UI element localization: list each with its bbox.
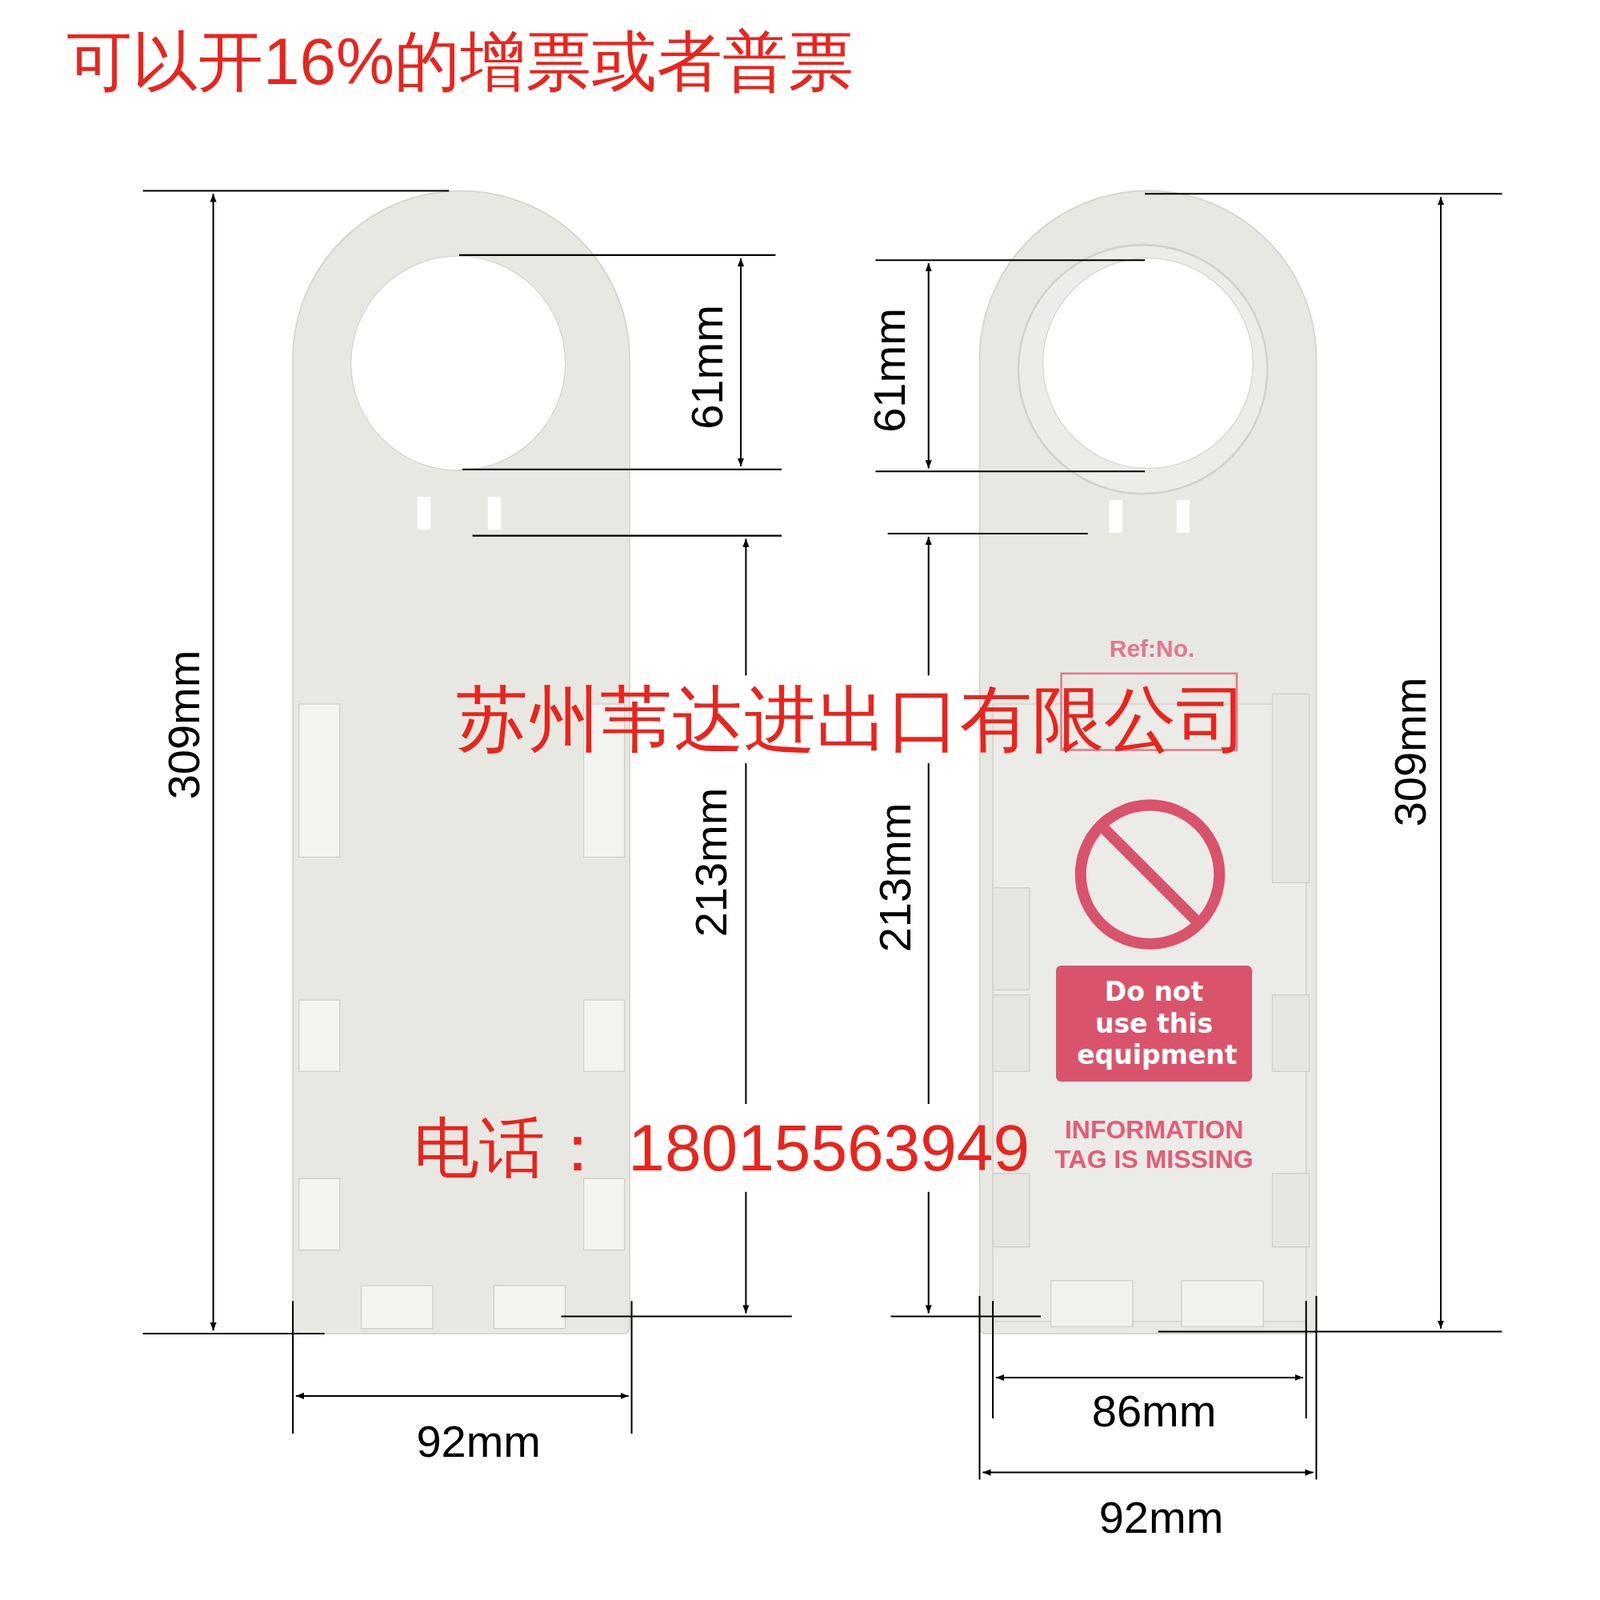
extension-line: [561, 1315, 792, 1317]
slot: [488, 496, 502, 530]
dimension-arrow: [296, 1395, 629, 1397]
dimension-text: 92mm: [1099, 1492, 1224, 1543]
dimension-lines: [143, 191, 1503, 1480]
extension-line: [1144, 192, 1502, 195]
extension-line: [891, 1315, 1042, 1317]
dimension-arrow: [928, 263, 930, 468]
right-holder: [979, 191, 1316, 1335]
dimension-arrow: [212, 193, 215, 1331]
extension-line: [1315, 1296, 1317, 1480]
warning-text: INFORMATION TAG IS MISSING: [1054, 1115, 1255, 1175]
watermark: 苏州苇达进出口有限公司: [456, 680, 1248, 760]
extension-line: [143, 1332, 325, 1335]
prohibition-bar: [1102, 826, 1199, 923]
extension-line: [462, 468, 782, 471]
side-tab: [1272, 995, 1310, 1072]
extension-line: [472, 535, 782, 537]
dimension-text: 61mm: [682, 304, 732, 430]
dimension-text: 213mm: [870, 803, 920, 953]
dimension-arrow: [1440, 196, 1442, 1329]
extension-line: [292, 1300, 294, 1434]
side-tab: [992, 888, 1030, 991]
side-tab: [992, 995, 1030, 1072]
dimension-text: 309mm: [1385, 677, 1436, 828]
side-cutout: [299, 1178, 340, 1250]
side-tab: [992, 1173, 1030, 1248]
slot: [1108, 500, 1123, 533]
side-cutout: [299, 1000, 340, 1072]
dimension-text: 309mm: [159, 649, 209, 800]
extension-line: [143, 189, 450, 192]
extension-line: [888, 532, 1088, 535]
prohibition-circle: [1080, 804, 1220, 944]
hang-hole: [1043, 258, 1254, 469]
extension-line: [875, 470, 1145, 472]
extension-line: [1305, 1300, 1308, 1419]
extension-line: [631, 1300, 633, 1434]
extension-line: [978, 1296, 980, 1480]
extension-line: [1158, 1331, 1503, 1333]
slot: [417, 496, 432, 530]
dimension-arrow: [996, 1376, 1304, 1379]
phone-watermark: 电话： 18015563949: [413, 1112, 1030, 1184]
dimension-text: 61mm: [864, 308, 915, 433]
warning-box: Do not use this equipment: [1056, 965, 1252, 1082]
bottom-tab: [493, 1285, 565, 1329]
ref-label: Ref:No.: [1109, 634, 1196, 661]
holder-plate: [979, 191, 1316, 1335]
dimension-arrow: [928, 763, 930, 1104]
dimension-arrow: [740, 258, 742, 467]
extension-line: [459, 254, 776, 256]
dimension-arrow: [744, 763, 747, 1104]
side-cutout: [584, 1000, 625, 1072]
side-tab: [1272, 1173, 1310, 1248]
side-cutout: [299, 704, 340, 857]
dimension-arrow: [982, 1472, 1313, 1474]
dimension-text: 213mm: [686, 787, 736, 937]
extension-line: [992, 1300, 994, 1419]
bottom-tab: [1181, 1280, 1264, 1327]
tag-panel: [992, 704, 1307, 1322]
bottom-tab: [1051, 1280, 1133, 1327]
extension-line: [875, 259, 1145, 261]
side-cutout: [584, 1178, 625, 1250]
side-tab: [1272, 693, 1310, 883]
dimension-arrow: [744, 538, 747, 676]
warning-text: Do not use this equipment: [1076, 976, 1232, 1072]
dimension-text: 92mm: [416, 1416, 541, 1467]
dimension-arrow: [928, 536, 930, 676]
dimension-arrow: [928, 1192, 930, 1314]
hang-hole: [351, 256, 566, 471]
title: 可以开16%的增票或者普票: [66, 24, 854, 97]
bottom-tab: [361, 1285, 433, 1329]
slot: [1176, 500, 1191, 533]
dimension-text: 86mm: [1092, 1386, 1217, 1436]
dimension-arrow: [744, 1192, 747, 1314]
raised-ring: [1018, 244, 1268, 494]
